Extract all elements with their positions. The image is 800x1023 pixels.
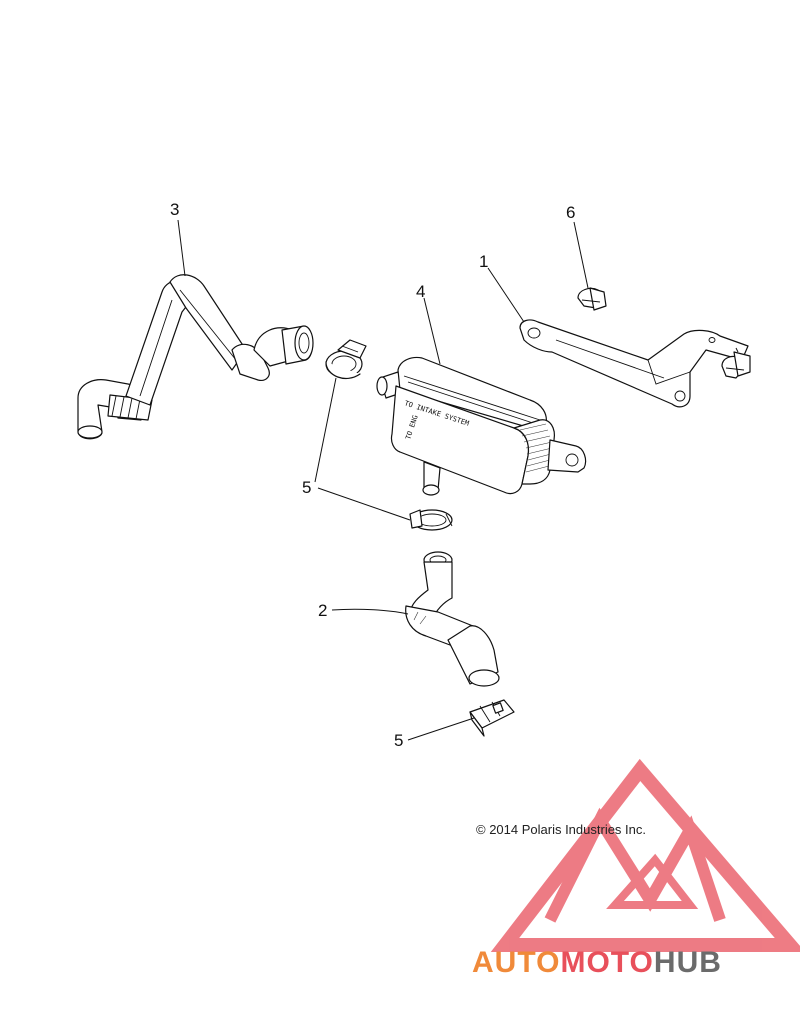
- callout-part-5-upper: 5: [302, 478, 311, 497]
- watermark-wordmark: AUTOMOTOHUB: [472, 946, 722, 979]
- push-rivet-part-6-lower: [721, 351, 751, 379]
- push-rivet-part-6-upper: [577, 287, 607, 311]
- lower-hose-part-2: [405, 551, 500, 687]
- watermark-text-hub: HUB: [654, 946, 722, 979]
- hose-clamp-part-5-upper: [325, 339, 367, 379]
- callout-part-5-lower: 5: [394, 731, 403, 750]
- callout-part-1: 1: [479, 252, 488, 271]
- callout-part-6: 6: [566, 203, 575, 222]
- copyright-notice: © 2014 Polaris Industries Inc.: [476, 822, 646, 837]
- watermark-text-moto: MOTO: [560, 946, 653, 979]
- hose-clamp-part-5-lower: [469, 699, 515, 737]
- callout-part-3: 3: [170, 200, 179, 219]
- mounting-bracket-part-1: [519, 319, 749, 408]
- watermark-text-auto: AUTO: [472, 946, 560, 979]
- callout-part-2: 2: [318, 601, 327, 620]
- watermark-logo-icon: [490, 758, 800, 952]
- leader-lines: [177, 219, 739, 741]
- vapor-canister-part-4: TO INTAKE SYSTEM TO ENG: [376, 356, 587, 496]
- breather-hose-part-3: [77, 274, 314, 440]
- hose-clamp-part-5-middle: [409, 509, 453, 531]
- callout-part-4: 4: [416, 282, 425, 301]
